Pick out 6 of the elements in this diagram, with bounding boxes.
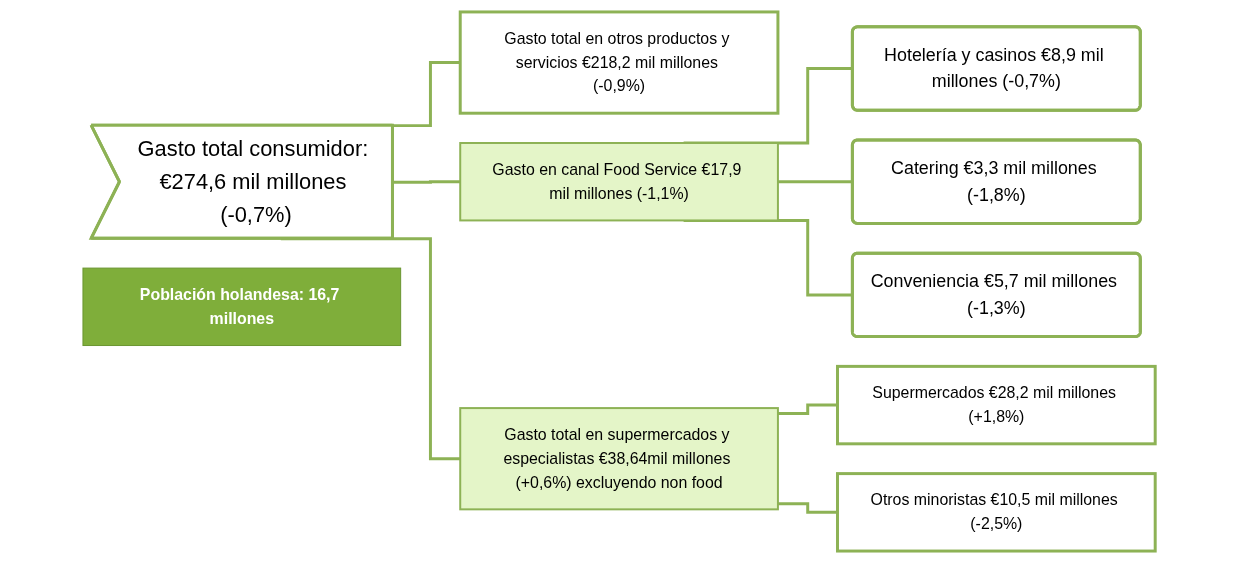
node-box: Otros minoristas €10,5 mil millones (-2,5%) xyxy=(835,471,1157,553)
node-box: Gasto en canal Food Service €17,9 mil millones (-1,1%) xyxy=(459,141,779,221)
node-box: Población holandesa: 16,7 millones xyxy=(82,267,402,346)
node-box: Supermercados €28,2 mil millones (+1,8%) xyxy=(835,364,1157,445)
node-box: Gasto total en otros productos y servicios €218,2 mil millones (-0,9%) xyxy=(458,9,780,115)
node-box: Gasto total en supermercados y especialistas €38,64mil millones (+0,6%) excluyendo non food xyxy=(459,406,779,510)
